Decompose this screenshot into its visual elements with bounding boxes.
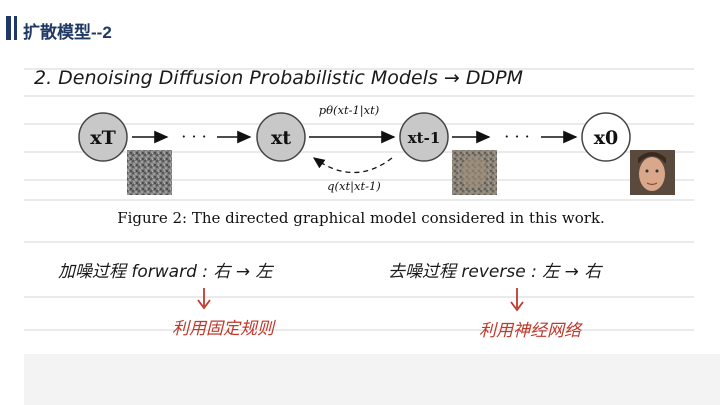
notes-heading: 2. Denoising Diffusion Probabilistic Mod… xyxy=(34,67,523,89)
dots-left: · · · xyxy=(181,127,206,146)
reverse-process-note: 去噪过程 reverse : 左 → 右 xyxy=(388,262,603,282)
forward-arrow-label: pθ(xt-1|xt) xyxy=(319,103,380,118)
panel-footer-shade xyxy=(24,354,720,405)
forward-process-note: 加噪过程 forward : 右 → 左 xyxy=(58,262,274,282)
node-xt-label: xt xyxy=(271,127,291,149)
noise-image-icon xyxy=(127,150,172,195)
graphical-model-figure: xT · · · xt pθ(xt-1|xt) q(xt|xt-1) xyxy=(78,103,675,195)
slide-title-bar: 扩散模型--2 xyxy=(0,14,300,42)
node-xT: xT xyxy=(78,112,128,162)
dots-right: · · · xyxy=(504,127,529,146)
reverse-method-note: 利用神经网络 xyxy=(479,321,583,341)
slide-content-panel: 2. Denoising Diffusion Probabilistic Mod… xyxy=(24,52,694,354)
clean-face-image-icon xyxy=(630,150,675,195)
reverse-dashed-arrow xyxy=(312,157,393,174)
slide-title: 扩散模型--2 xyxy=(23,23,112,42)
title-accent-bar xyxy=(6,16,11,40)
forward-annotation-arrowhead xyxy=(197,299,211,310)
node-xt-1-label: xt-1 xyxy=(408,129,441,147)
content-canvas: 2. Denoising Diffusion Probabilistic Mod… xyxy=(24,67,694,341)
title-accent-bar-thin xyxy=(14,16,17,40)
reverse-arrow-label: q(xt|xt-1) xyxy=(327,179,381,194)
node-x0-label: x0 xyxy=(594,127,619,149)
node-xt: xt xyxy=(256,112,306,162)
reverse-annotation-arrowhead xyxy=(510,301,524,312)
node-xt-1: xt-1 xyxy=(399,112,449,162)
node-x0: x0 xyxy=(581,112,631,162)
node-xT-label: xT xyxy=(90,127,115,149)
forward-method-note: 利用固定规则 xyxy=(172,319,276,339)
partially-denoised-image-icon xyxy=(452,150,497,195)
figure-caption: Figure 2: The directed graphical model c… xyxy=(117,209,605,227)
